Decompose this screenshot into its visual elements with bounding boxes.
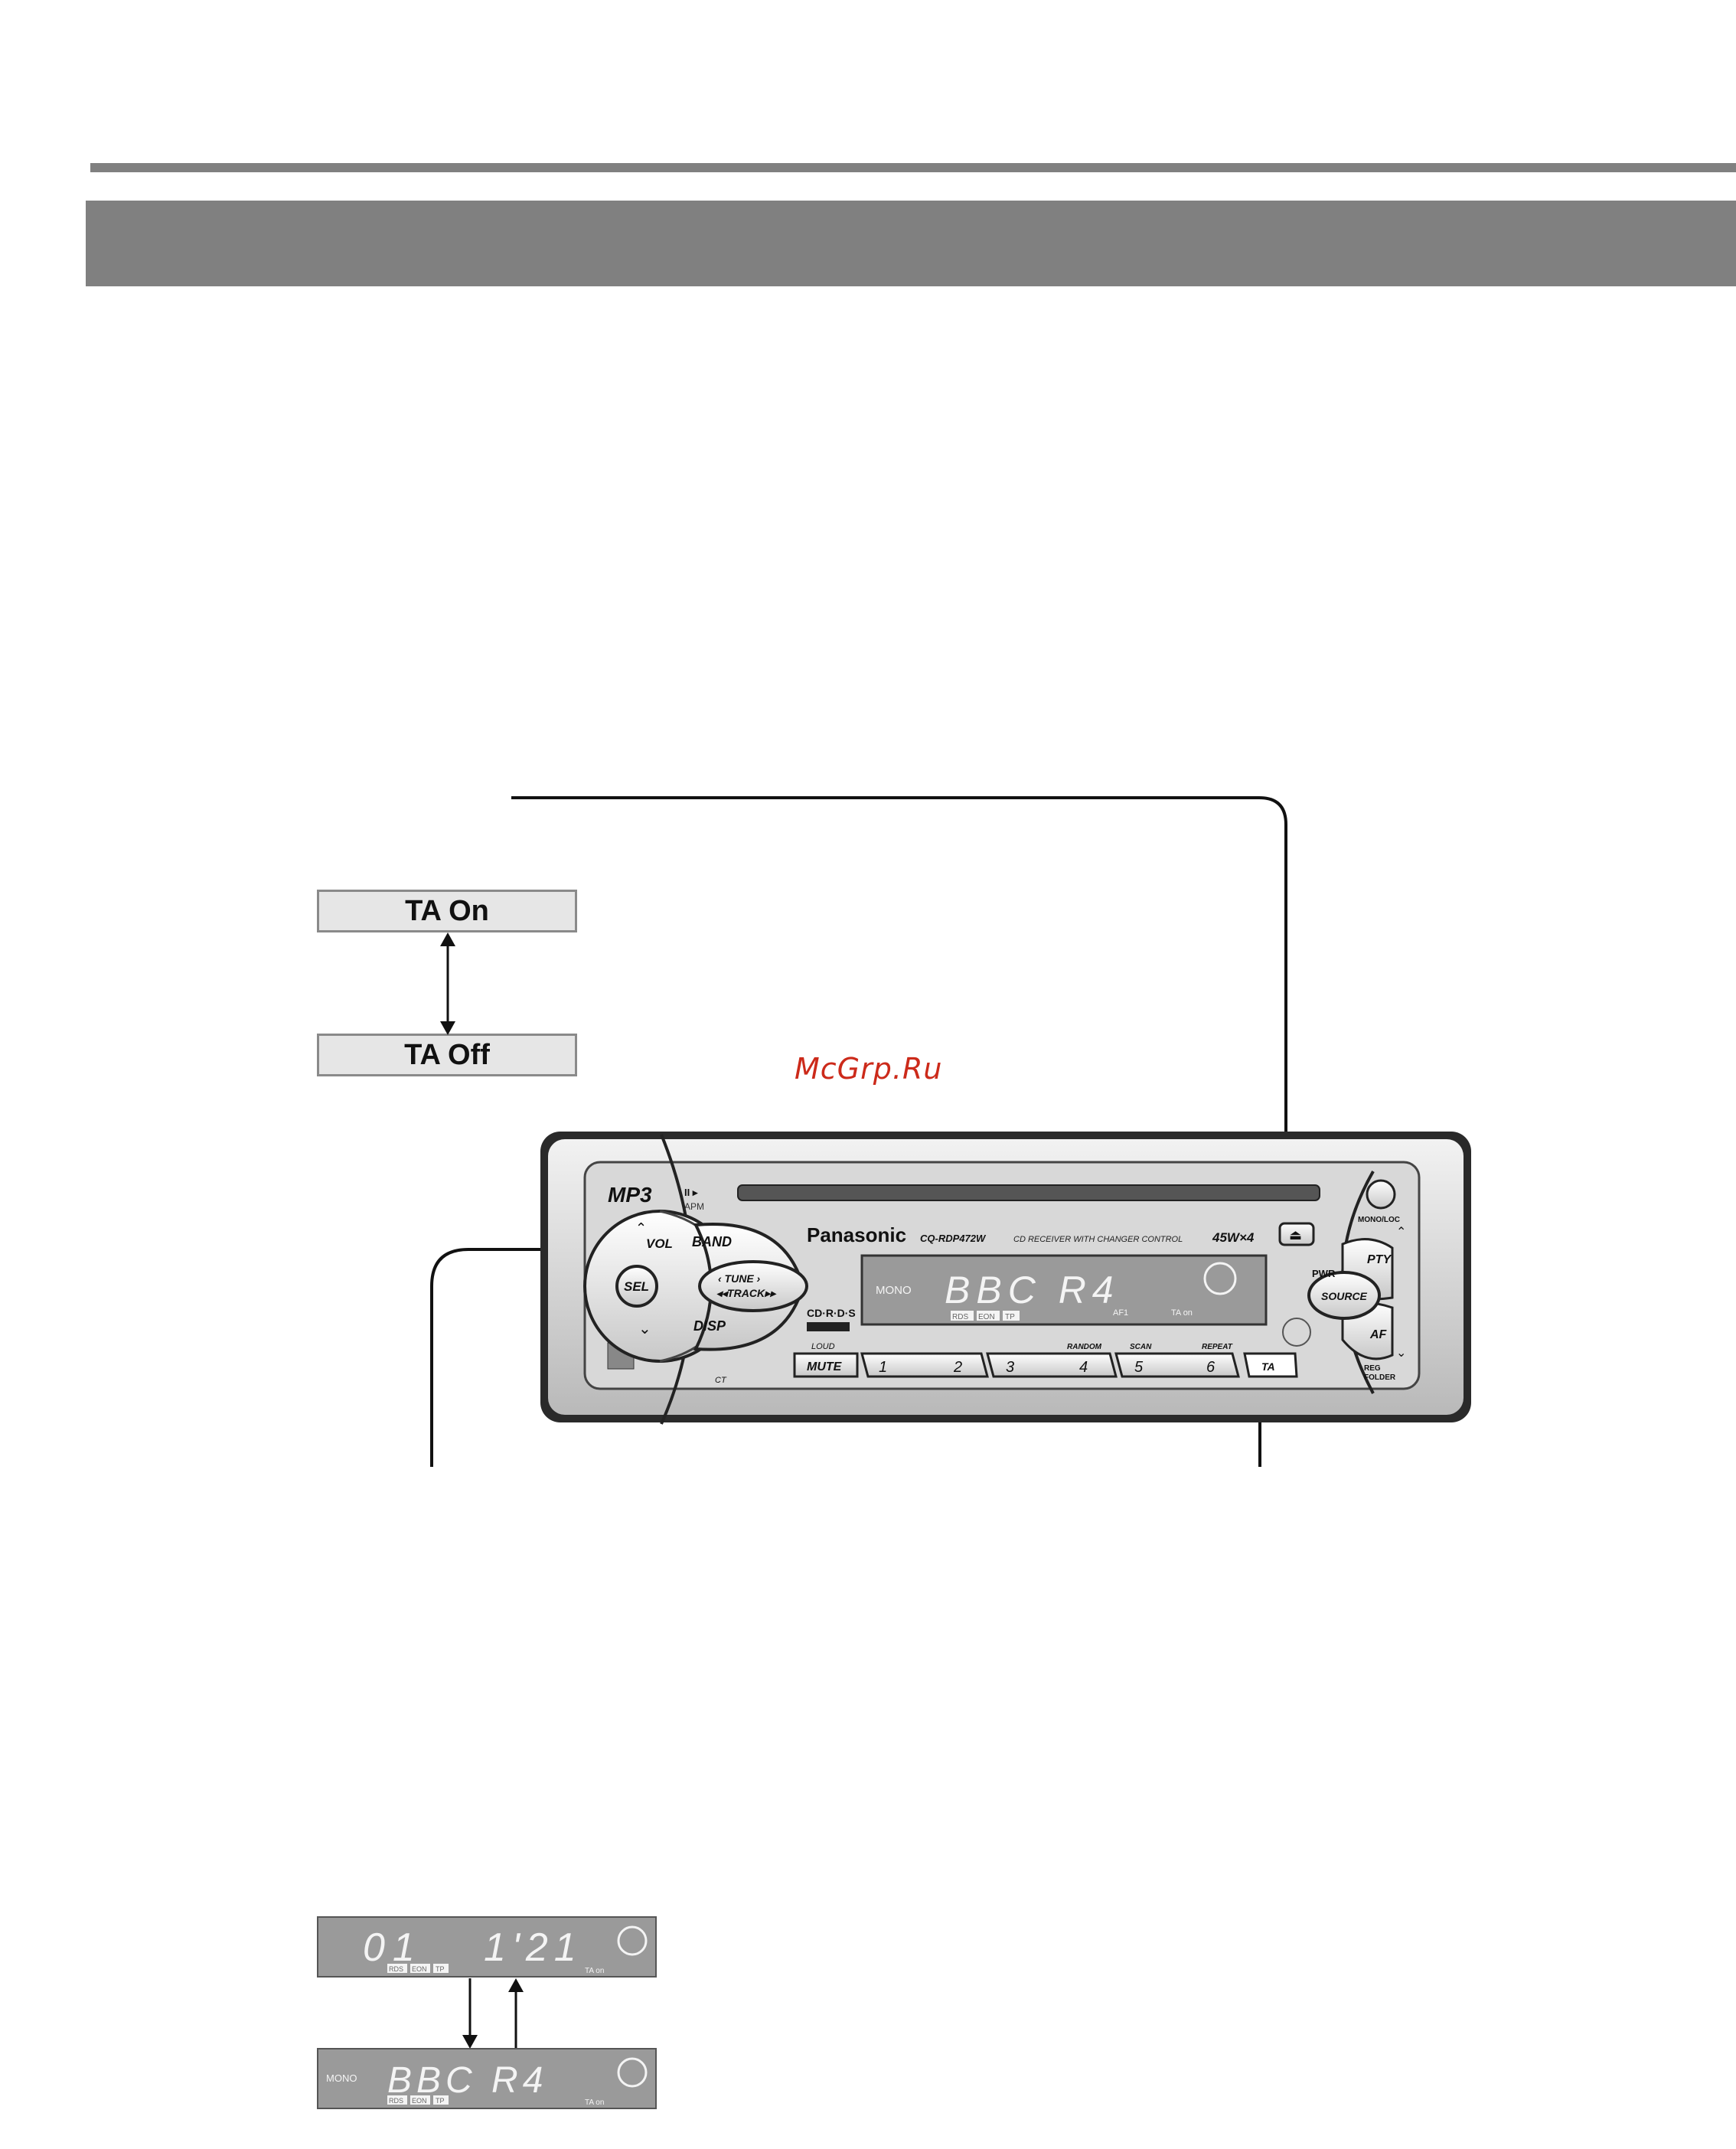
example-bottom-mono: MONO (326, 2072, 357, 2084)
sel-button[interactable] (615, 1265, 658, 1308)
source-button[interactable] (1307, 1271, 1381, 1320)
example-top-left-segment: 01 (363, 1925, 423, 1970)
lcd-cd-icon (1203, 1262, 1237, 1295)
mono-loc-button[interactable] (1366, 1179, 1396, 1210)
folder-up-icon[interactable]: ⌃ (1396, 1226, 1406, 1239)
folder-label: FOLDER (1364, 1373, 1396, 1382)
lcd-ind-eon: EON (978, 1313, 995, 1321)
lcd-af-indicator: AF1 (1113, 1308, 1128, 1318)
reg-folder-label: REG (1364, 1364, 1381, 1373)
example-top-ind-rds: RDS (389, 1965, 403, 1973)
ta-button-label: TA (1261, 1360, 1275, 1373)
vol-label: VOL (646, 1236, 673, 1251)
example-top-right-segment: 1'21 (484, 1925, 582, 1970)
preset-1-label: 1 (879, 1359, 887, 1376)
mute-button[interactable] (793, 1352, 859, 1378)
example-bottom-segment: BBC R4 (387, 2060, 547, 2101)
preset-1-2-button[interactable] (860, 1352, 989, 1378)
example-top-ind-eon: EON (412, 1965, 427, 1973)
tune-track-button[interactable] (698, 1260, 808, 1312)
mono-loc-label: MONO/LOC (1358, 1216, 1400, 1224)
source-label: SOURCE (1321, 1290, 1368, 1302)
cdrds-badge (807, 1322, 850, 1331)
example-bottom-ind-tp: TP (436, 2097, 445, 2105)
example-display-bottom: MONO BBC R4 RDS EON TP TA on (317, 2048, 657, 2109)
vol-down-icon[interactable]: ⌄ (638, 1321, 651, 1337)
pty-label: PTY (1367, 1253, 1392, 1266)
car-stereo: MP3 II ▸ APM VOL ⌃ ⌄ SEL BAND DISP ‹ TUN… (540, 1132, 1471, 1425)
ct-label: CT (715, 1376, 727, 1385)
lcd-mono: MONO (876, 1284, 912, 1297)
example-bottom-ta-indicator: TA on (585, 2098, 604, 2107)
model-number: CQ-RDP472W (920, 1233, 987, 1244)
loud-label: LOUD (811, 1342, 835, 1351)
track-label: ◂◂TRACK▸▸ (716, 1287, 777, 1299)
tune-label: ‹ TUNE › (718, 1272, 761, 1285)
example-top-ta-indicator: TA on (585, 1967, 604, 1975)
af-label: AF (1369, 1328, 1388, 1341)
watermark: McGrp.Ru (795, 1052, 943, 1086)
brand-logo: Panasonic (807, 1223, 906, 1246)
mp3-logo: MP3 (608, 1183, 652, 1207)
example-transition-arrows-icon (462, 1978, 524, 2049)
lcd-ind-rds: RDS (952, 1313, 968, 1321)
scan-label: SCAN (1130, 1343, 1152, 1351)
apm-label: APM (684, 1201, 704, 1212)
example-bottom-cd-icon (617, 2057, 648, 2088)
pwr-label: PWR (1312, 1268, 1336, 1279)
model-description: CD RECEIVER WITH CHANGER CONTROL (1013, 1235, 1183, 1244)
example-lcd-bottom (317, 2048, 657, 2109)
preset-5-6-button[interactable] (1114, 1352, 1240, 1378)
remote-sensor (1282, 1318, 1311, 1347)
apm-icon: II ▸ (684, 1187, 699, 1198)
preset-2-label: 2 (953, 1359, 962, 1376)
lcd-ta-indicator: TA on (1171, 1308, 1193, 1318)
toggle-arrow-icon (440, 932, 455, 1035)
preset-5-label: 5 (1134, 1359, 1144, 1376)
preset-3-label: 3 (1006, 1359, 1014, 1376)
vol-up-icon[interactable]: ⌃ (635, 1220, 647, 1236)
band-button[interactable]: BAND (692, 1234, 732, 1249)
random-label: RANDOM (1067, 1343, 1102, 1351)
example-top-cd-icon (617, 1925, 648, 1956)
example-top-ind-tp: TP (436, 1965, 445, 1973)
folder-down-icon[interactable]: ⌄ (1396, 1347, 1406, 1360)
cd-slot (737, 1184, 1320, 1201)
example-display-top: 01 1'21 RDS EON TP TA on (317, 1916, 657, 1978)
eject-icon: ⏏ (1289, 1227, 1302, 1243)
ta-on-box: TA On (317, 890, 577, 932)
eject-button[interactable] (1278, 1222, 1315, 1246)
mute-label: MUTE (807, 1360, 843, 1373)
preset-6-label: 6 (1206, 1359, 1216, 1376)
sel-label: SEL (624, 1279, 649, 1294)
lcd-display (860, 1254, 1268, 1326)
header-band (86, 201, 1736, 286)
example-bottom-ind-eon: EON (412, 2097, 427, 2105)
example-lcd-top (317, 1916, 657, 1978)
example-bottom-ind-rds: RDS (389, 2097, 403, 2105)
top-rule (90, 163, 1736, 172)
ta-button[interactable] (1243, 1352, 1298, 1378)
repeat-label: REPEAT (1202, 1343, 1233, 1351)
ta-off-box: TA Off (317, 1034, 577, 1076)
disp-button[interactable]: DISP (693, 1318, 726, 1334)
lcd-segment-text: BBC R4 (945, 1269, 1120, 1311)
lcd-ind-tp: TP (1005, 1313, 1015, 1321)
cdrds-logo: CD·R·D·S (807, 1307, 856, 1319)
preset-3-4-button[interactable] (986, 1352, 1118, 1378)
power-rating: 45W×4 (1212, 1230, 1255, 1245)
preset-4-label: 4 (1079, 1359, 1088, 1376)
